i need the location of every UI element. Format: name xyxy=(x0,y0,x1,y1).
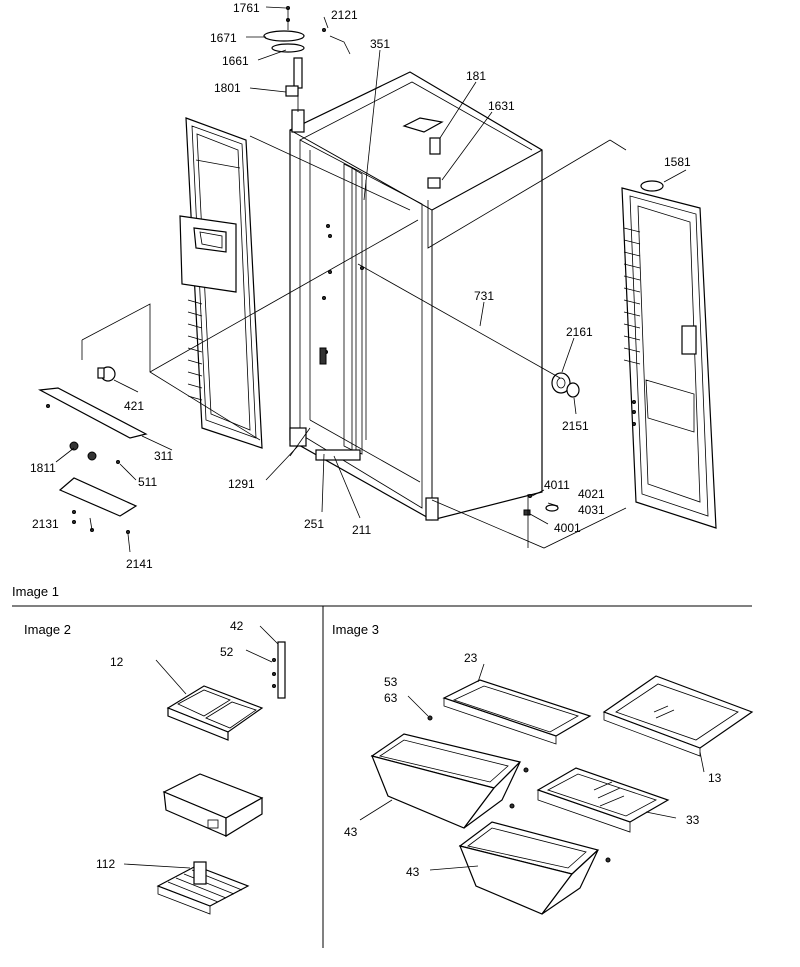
callout-1661: 1661 xyxy=(222,54,249,68)
callout-52: 52 xyxy=(220,645,234,659)
callout-251: 251 xyxy=(304,517,324,531)
top-hinge-left xyxy=(263,6,351,133)
freezer-door xyxy=(179,117,263,449)
callout-511: 511 xyxy=(138,475,157,489)
callout-2121: 2121 xyxy=(331,8,358,22)
callout-351: 351 xyxy=(370,37,390,51)
callout-1811: 1811 xyxy=(30,461,56,475)
callout-43-upper: 43 xyxy=(344,825,358,839)
callout-1631: 1631 xyxy=(488,99,515,113)
callout-1671: 1671 xyxy=(210,31,237,45)
image1-caption: Image 1 xyxy=(12,584,59,599)
callout-13: 13 xyxy=(708,771,722,785)
callout-112: 112 xyxy=(96,857,115,871)
freezer-door-shelves xyxy=(187,299,203,401)
callout-12: 12 xyxy=(110,655,124,669)
callout-43-lower: 43 xyxy=(406,865,420,879)
image1-callouts: 1761 2121 1671 1661 1801 351 181 1631 15… xyxy=(30,1,691,571)
image2-callouts: 42 52 12 112 xyxy=(96,619,244,871)
fresh-food-door xyxy=(621,180,717,529)
callout-4011: 4011 xyxy=(544,478,570,492)
callout-53: 53 xyxy=(384,675,398,689)
image3-drawing xyxy=(359,663,754,915)
callout-2131: 2131 xyxy=(32,517,59,531)
callout-311: 311 xyxy=(154,449,173,463)
image3-caption: Image 3 xyxy=(332,622,379,637)
image1-leaders xyxy=(55,6,687,553)
image2-drawing xyxy=(123,625,286,915)
callout-211: 211 xyxy=(352,523,371,537)
callout-1581: 1581 xyxy=(664,155,691,169)
image2-caption: Image 2 xyxy=(24,622,71,637)
callout-23: 23 xyxy=(464,651,478,665)
callout-2161: 2161 xyxy=(566,325,593,339)
callout-63: 63 xyxy=(384,691,398,705)
callout-2141: 2141 xyxy=(126,557,153,571)
callout-731: 731 xyxy=(474,289,494,303)
callout-4021: 4021 xyxy=(578,487,605,501)
fresh-food-door-shelves xyxy=(623,227,641,365)
refrigerator-cabinet xyxy=(289,71,543,521)
image1-drawing xyxy=(38,6,717,553)
callout-1761: 1761 xyxy=(233,1,260,15)
callout-4031: 4031 xyxy=(578,503,605,517)
callout-2151: 2151 xyxy=(562,419,589,433)
callout-181: 181 xyxy=(466,69,486,83)
image3-callouts: 23 53 63 13 33 43 43 xyxy=(344,651,722,879)
callout-1801: 1801 xyxy=(214,81,241,95)
callout-42: 42 xyxy=(230,619,244,633)
callout-421: 421 xyxy=(124,399,144,413)
callout-1291: 1291 xyxy=(228,477,255,491)
callout-33: 33 xyxy=(686,813,700,827)
callout-4001: 4001 xyxy=(554,521,581,535)
